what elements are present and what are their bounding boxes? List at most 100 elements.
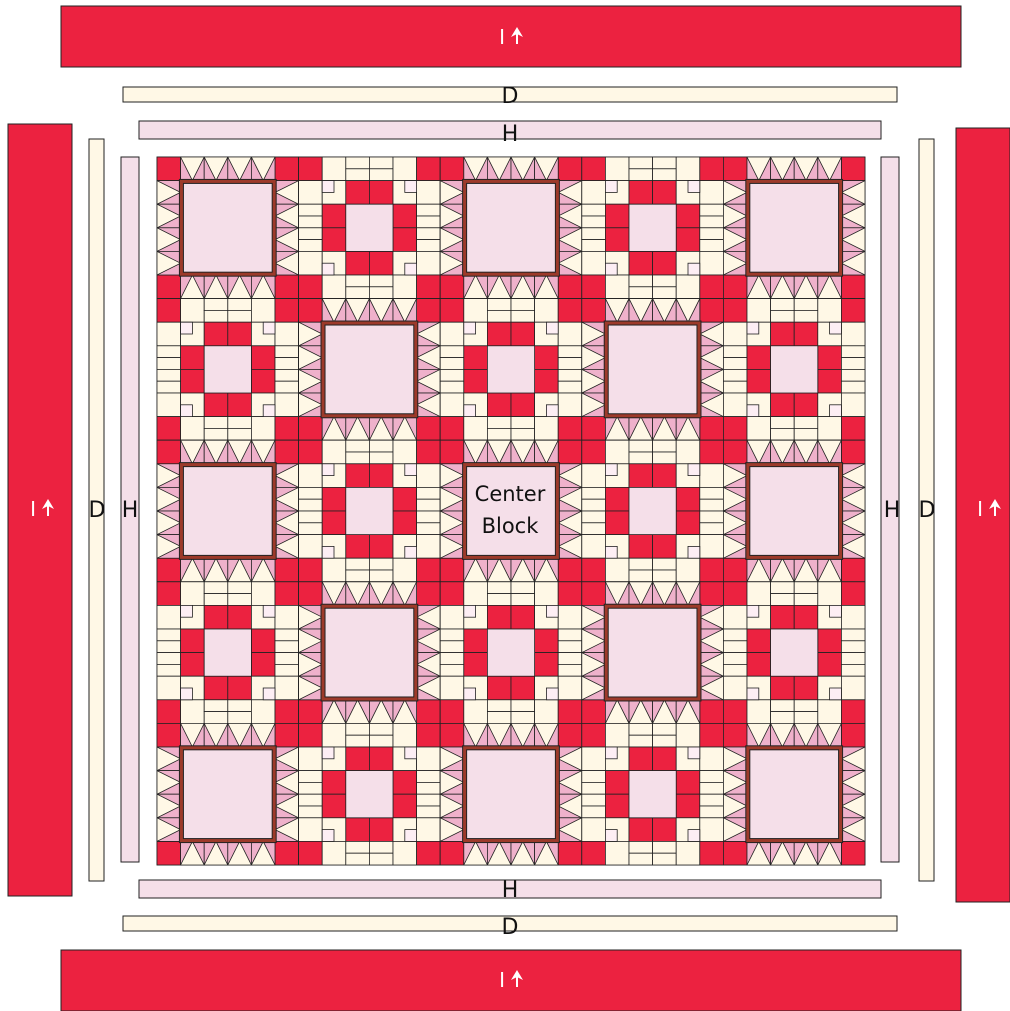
patch-strip	[417, 523, 441, 535]
top-middle-border-label: D	[502, 84, 519, 109]
patch-square	[393, 511, 417, 535]
accent-square	[546, 322, 558, 334]
patch-strip	[700, 771, 724, 783]
patch-strip	[417, 771, 441, 783]
patch-strip	[771, 582, 795, 594]
center-square	[750, 467, 839, 556]
patch-strip	[346, 440, 370, 452]
patch-strip	[417, 487, 441, 499]
patch-square	[558, 605, 582, 629]
accent-square	[688, 464, 700, 476]
accent-square	[322, 464, 334, 476]
patch-strip	[369, 558, 393, 570]
patch-square	[818, 417, 842, 441]
patch-strip	[582, 499, 606, 511]
patch-strip	[487, 428, 511, 440]
patch-square	[417, 841, 441, 865]
patch-strip	[417, 794, 441, 806]
patch-square	[464, 700, 488, 724]
patch-strip	[417, 204, 441, 216]
patch-strip	[440, 664, 464, 676]
star-block-r4-c0	[157, 723, 299, 865]
corner-square	[299, 582, 323, 606]
patch-strip	[511, 712, 535, 724]
patch-square	[723, 676, 747, 700]
patch-square	[299, 251, 323, 275]
corner-square	[723, 157, 747, 181]
patch-square	[181, 700, 205, 724]
patch-square	[393, 487, 417, 511]
patch-strip	[700, 511, 724, 523]
patch-square	[299, 747, 323, 771]
patch-square	[487, 393, 511, 417]
patch-strip	[582, 228, 606, 240]
patch-square	[275, 322, 299, 346]
patch-square	[653, 747, 677, 771]
patch-square	[535, 346, 559, 370]
patch-strip	[558, 629, 582, 641]
patch-strip	[653, 853, 677, 865]
patch-strip	[299, 487, 323, 499]
accent-square	[464, 688, 476, 700]
patch-square	[417, 558, 441, 582]
corner-square	[275, 558, 299, 582]
patch-strip	[558, 369, 582, 381]
patch-strip	[629, 169, 653, 181]
patch-strip	[369, 853, 393, 865]
patch-square	[299, 440, 323, 464]
patch-square	[582, 747, 606, 771]
patch-square	[700, 841, 724, 865]
quilt-blocks	[157, 157, 865, 865]
patch-strip	[700, 499, 724, 511]
patch-square	[299, 275, 323, 299]
center-square	[771, 346, 818, 393]
patch-square	[181, 369, 205, 393]
patch-strip	[794, 700, 818, 712]
patch-square	[676, 558, 700, 582]
accent-square	[605, 830, 617, 842]
top-outer-border-strip	[61, 6, 961, 67]
corner-square	[417, 299, 441, 323]
patch-strip	[346, 570, 370, 582]
corner-square	[558, 157, 582, 181]
patch-square	[605, 771, 629, 795]
accent-square	[605, 181, 617, 193]
patch-square	[251, 700, 275, 724]
patch-square	[181, 417, 205, 441]
patch-strip	[582, 204, 606, 216]
patch-strip	[723, 653, 747, 665]
center-square	[487, 346, 534, 393]
corner-square	[700, 700, 724, 724]
star-block-r2-c2	[440, 440, 582, 582]
patch-square	[747, 346, 771, 370]
patch-square	[511, 393, 535, 417]
accent-square	[405, 546, 417, 558]
patch-strip	[653, 440, 677, 452]
corner-square	[440, 723, 464, 747]
patch-strip	[771, 700, 795, 712]
patch-square	[275, 299, 299, 323]
corner-square	[157, 558, 181, 582]
patch-strip	[723, 664, 747, 676]
corner-square	[417, 700, 441, 724]
patch-strip	[558, 641, 582, 653]
patch-strip	[275, 346, 299, 358]
patch-strip	[346, 275, 370, 287]
patch-square	[204, 605, 228, 629]
accent-square	[464, 605, 476, 617]
patch-strip	[204, 310, 228, 322]
patch-square	[440, 605, 464, 629]
corner-square	[417, 582, 441, 606]
corner-square	[157, 275, 181, 299]
patch-square	[558, 676, 582, 700]
patch-square	[228, 676, 252, 700]
center-square	[346, 204, 393, 251]
patch-strip	[275, 653, 299, 665]
patch-strip	[487, 310, 511, 322]
patch-strip	[700, 204, 724, 216]
corner-square	[157, 440, 181, 464]
patch-strip	[417, 806, 441, 818]
patch-square	[841, 322, 865, 346]
patch-square	[275, 605, 299, 629]
patch-square	[393, 440, 417, 464]
